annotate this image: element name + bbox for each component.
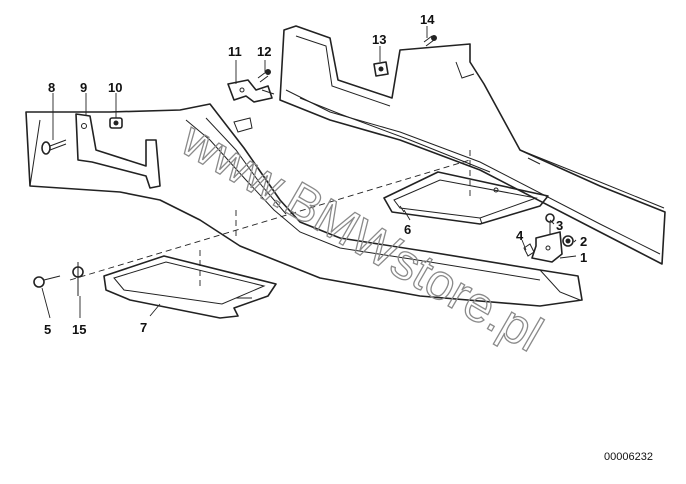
bracket-1 <box>531 231 563 263</box>
tray-6 <box>383 171 549 225</box>
callout-14: 14 <box>420 12 435 27</box>
callout-13: 13 <box>372 32 386 47</box>
screw-12 <box>257 69 271 83</box>
callout-8: 8 <box>48 80 55 95</box>
callout-2: 2 <box>580 234 587 249</box>
bracket-9 <box>75 113 161 189</box>
callout-6: 6 <box>404 222 411 237</box>
callout-10: 10 <box>108 80 122 95</box>
leader-lines <box>41 26 577 319</box>
callout-4: 4 <box>516 228 524 243</box>
nut-2 <box>562 235 574 247</box>
clip-10 <box>109 117 123 129</box>
screw-5 <box>33 275 61 288</box>
screw-4 <box>523 243 535 257</box>
callout-1: 1 <box>580 250 587 265</box>
callout-11: 11 <box>228 44 242 59</box>
screw-14 <box>423 35 437 47</box>
callout-12: 12 <box>257 44 271 59</box>
watermark-text: www.BMWstore.pl <box>172 111 552 363</box>
reference-code: 00006232 <box>604 451 653 463</box>
callout-3: 3 <box>556 218 563 233</box>
clip-13 <box>373 61 389 77</box>
left-trim-panel <box>25 103 583 307</box>
washer-15 <box>72 262 84 296</box>
right-trim-panel <box>279 25 666 265</box>
callout-5: 5 <box>44 322 51 337</box>
tray-7 <box>103 255 277 319</box>
bracket-11 <box>227 79 275 103</box>
screw-8 <box>41 139 67 155</box>
callout-7: 7 <box>140 320 147 335</box>
screw-3 <box>545 213 555 234</box>
callout-9: 9 <box>80 80 87 95</box>
callout-15: 15 <box>72 322 86 337</box>
